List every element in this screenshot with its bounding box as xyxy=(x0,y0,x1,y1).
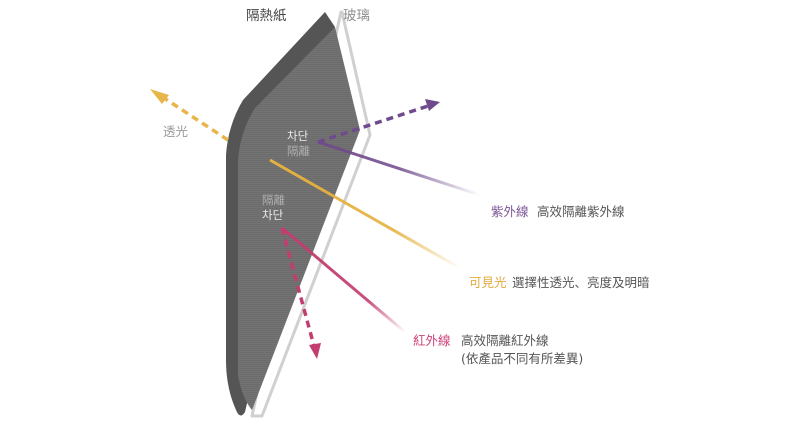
infrared-description: 高效隔離紅外線 xyxy=(461,333,549,348)
visible-light-label: 可見光 xyxy=(469,275,507,290)
uv-reflection-arrow-icon xyxy=(425,99,440,111)
infrared-ray xyxy=(281,226,406,334)
infrared-reflection-arrow-icon xyxy=(309,343,321,359)
infrared-reflection xyxy=(280,227,316,347)
glass-label: 玻璃 xyxy=(343,8,370,24)
film-tag-lower-line1: 隔離 xyxy=(262,193,285,207)
film-tag-lower-line2: 차단 xyxy=(262,208,284,222)
transmitted-light-ray xyxy=(163,96,229,142)
transmitted-label: 透光 xyxy=(163,124,189,139)
infrared-note: (依產品不同有所差異) xyxy=(461,351,584,366)
uv-description: 高效隔離紫外線 xyxy=(537,204,625,219)
infrared-label: 紅外線 xyxy=(413,333,451,348)
film-tag-upper-line2: 隔離 xyxy=(287,144,310,158)
visible-light-description: 選擇性透光、亮度及明暗 xyxy=(512,275,650,290)
film-tag-upper-line1: 차단 xyxy=(287,129,309,143)
uv-reflection xyxy=(317,104,429,144)
film-label: 隔熱紙 xyxy=(246,8,287,24)
uv-ray xyxy=(317,140,481,197)
uv-label: 紫外線 xyxy=(491,204,529,219)
transmitted-arrow-icon xyxy=(150,89,169,104)
visible-light-ray xyxy=(269,158,461,270)
